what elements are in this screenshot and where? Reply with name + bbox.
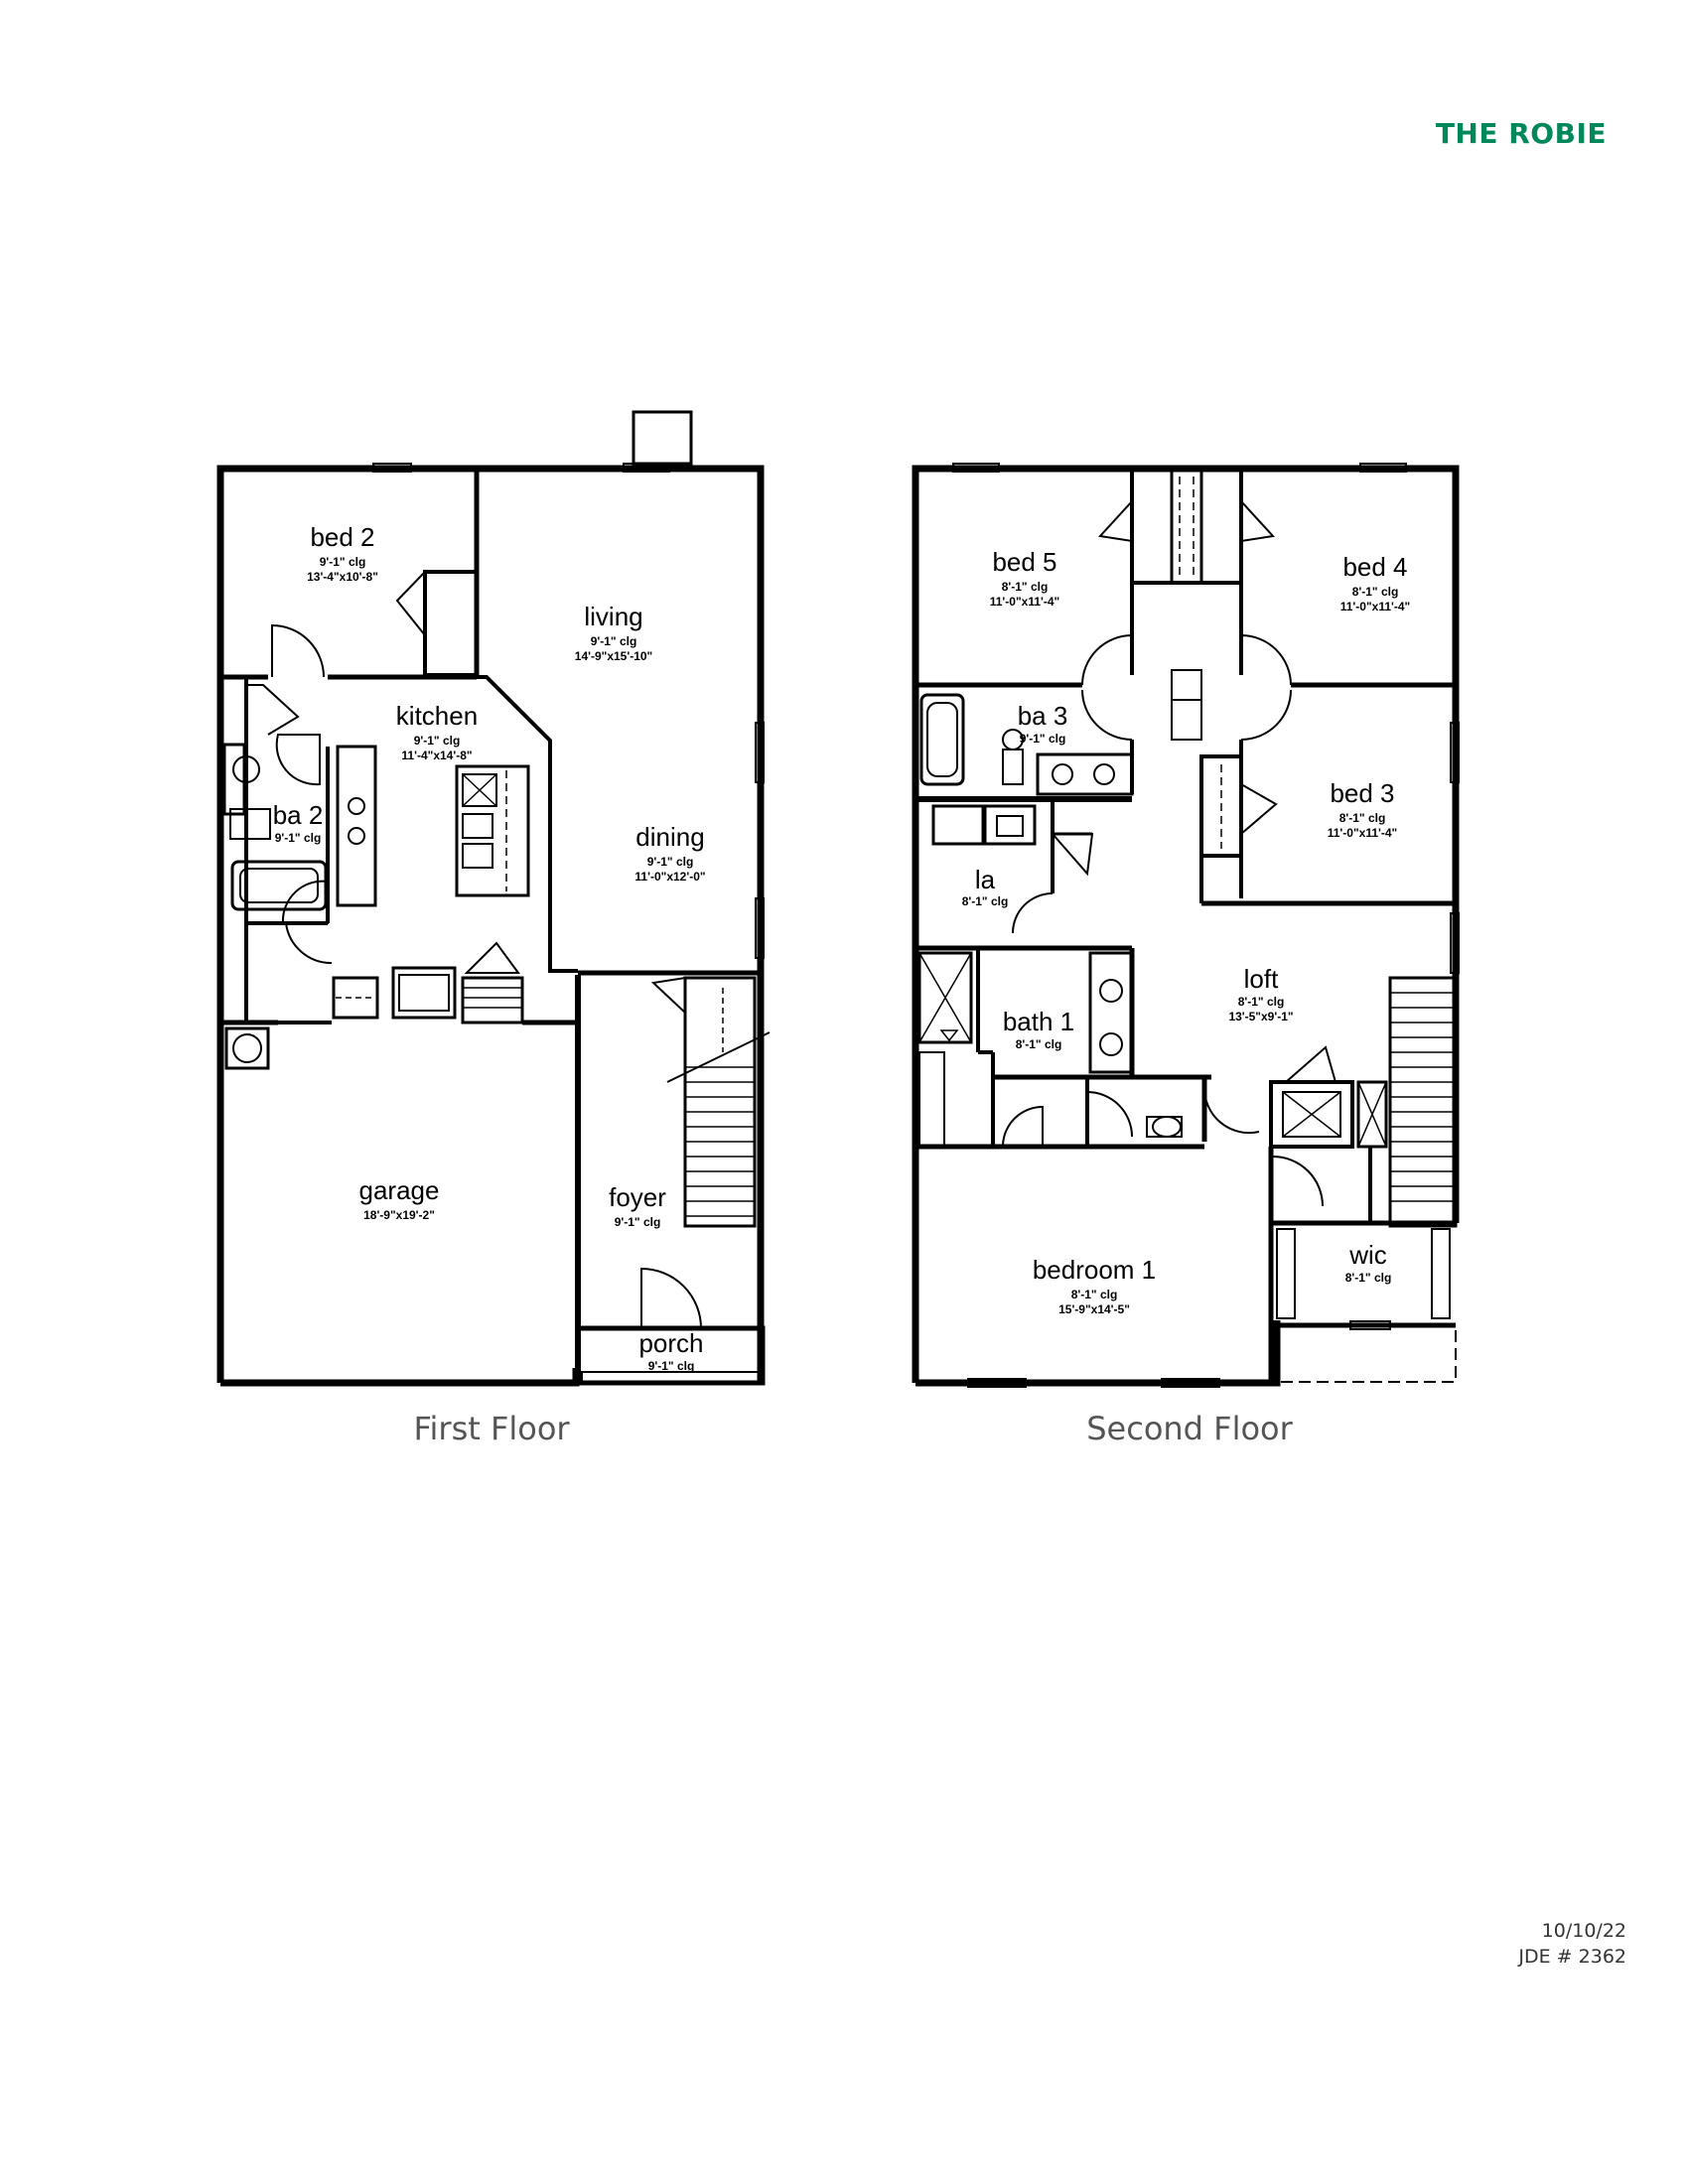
bath1-ceiling: 8'-1" clg [1016, 1037, 1062, 1051]
dining-name: dining [635, 822, 704, 852]
living-size: 14'-9"x15'-10" [575, 649, 652, 663]
bed3-name: bed 3 [1330, 778, 1394, 808]
bed5-ceiling: 8'-1" clg [1002, 580, 1049, 594]
loft-ceiling: 8'-1" clg [1238, 995, 1285, 1009]
kitchen-ceiling: 9'-1" clg [414, 734, 461, 748]
ba3-ceiling: 9'-1" clg [1020, 732, 1066, 746]
bedroom1-ceiling: 8'-1" clg [1071, 1288, 1118, 1301]
bed2-name: bed 2 [310, 522, 374, 552]
bed2-ceiling: 9'-1" clg [320, 555, 366, 569]
bed4-name: bed 4 [1342, 552, 1407, 582]
jde-number: JDE # 2362 [1518, 1946, 1626, 1968]
foyer-name: foyer [609, 1182, 666, 1212]
plan-date: 10/10/22 [1541, 1920, 1626, 1942]
garage-name: garage [359, 1175, 440, 1205]
bed3-size: 11'-0"x11'-4" [1328, 826, 1397, 840]
porch-ceiling: 9'-1" clg [648, 1359, 695, 1373]
bed3-ceiling: 8'-1" clg [1339, 811, 1386, 825]
bed2-size: 13'-4"x10'-8" [307, 570, 378, 584]
la-name: la [975, 865, 996, 894]
first-floor-caption: First Floor [413, 1410, 570, 1447]
foyer-ceiling: 9'-1" clg [615, 1215, 661, 1229]
kitchen-name: kitchen [396, 701, 478, 731]
living-name: living [584, 602, 642, 631]
garage-size: 18'-9"x19'-2" [363, 1208, 435, 1222]
plan-title: THE ROBIE [1435, 117, 1607, 150]
wic-name: wic [1348, 1240, 1387, 1270]
porch-name: porch [638, 1328, 703, 1358]
dining-ceiling: 9'-1" clg [647, 855, 694, 869]
ba2-ceiling: 9'-1" clg [275, 831, 322, 845]
kitchen-size: 11'-4"x14'-8" [401, 749, 472, 762]
bed4-ceiling: 8'-1" clg [1352, 585, 1399, 599]
second-floor-plan [912, 463, 1460, 1388]
dining-size: 11'-0"x12'-0" [634, 870, 705, 884]
first-floor-plan [216, 410, 771, 1387]
loft-size: 13'-5"x9'-1" [1228, 1010, 1293, 1024]
bed5-size: 11'-0"x11'-4" [990, 595, 1059, 609]
ba2-name: ba 2 [273, 800, 324, 830]
bed5-name: bed 5 [992, 547, 1056, 577]
second-floor-caption: Second Floor [1086, 1410, 1293, 1447]
wic-ceiling: 8'-1" clg [1345, 1271, 1392, 1285]
bath1-name: bath 1 [1003, 1007, 1074, 1036]
living-ceiling: 9'-1" clg [591, 634, 637, 648]
la-ceiling: 8'-1" clg [962, 894, 1009, 908]
loft-name: loft [1244, 964, 1279, 994]
ba3-name: ba 3 [1018, 701, 1068, 731]
bed4-size: 11'-0"x11'-4" [1340, 600, 1410, 614]
bedroom1-name: bedroom 1 [1033, 1255, 1156, 1285]
bedroom1-size: 15'-9"x14'-5" [1058, 1302, 1130, 1316]
